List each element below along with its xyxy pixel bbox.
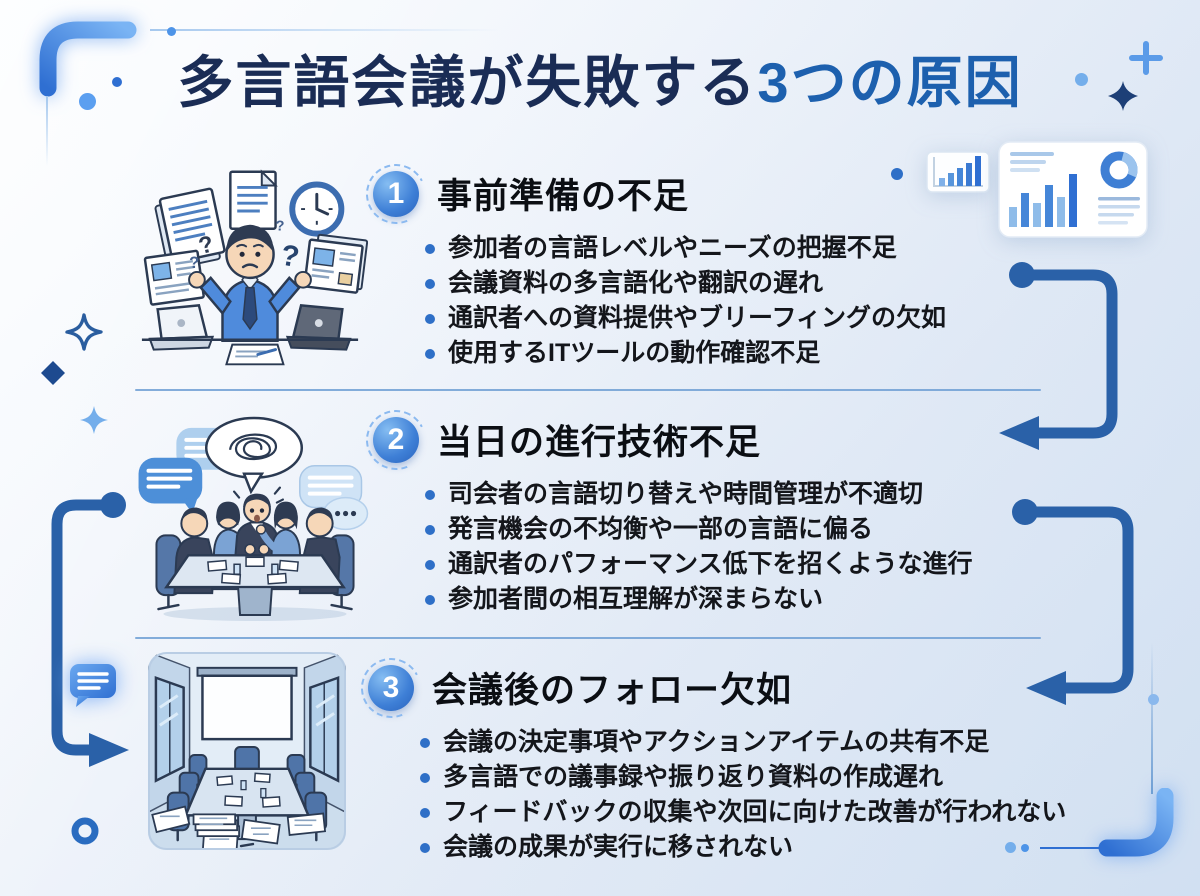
bullet-item: 司会者の言語切り替えや時間管理が不適切	[425, 477, 1053, 512]
bullet-dot-icon	[425, 349, 435, 359]
section-divider-2	[135, 637, 1041, 639]
section-3-bullet-list: 会議の決定事項やアクションアイテムの共有不足 多言語での議事録や振り返り資料の作…	[368, 725, 1148, 865]
decorative-line	[1040, 847, 1106, 849]
badge-number: 2	[387, 422, 405, 456]
numbered-badge-2: 2	[373, 416, 419, 463]
page-title-highlight: 3つの原因	[757, 51, 1023, 114]
bullet-dot-icon	[420, 738, 430, 748]
decorative-dot	[1148, 694, 1159, 705]
bullet-item: 使用するITツールの動作確認不足	[425, 336, 1053, 371]
analytics-card-icon	[998, 141, 1148, 238]
diamond-icon	[1108, 81, 1138, 111]
bullet-item: 発言機会の不均衡や一部の言語に偏る	[425, 512, 1053, 547]
section-2-heading: 当日の進行技術不足	[437, 423, 762, 462]
chat-bubble-icon	[70, 664, 116, 707]
svg-text:?: ?	[189, 253, 199, 272]
decorative-dot	[112, 77, 122, 87]
bullet-dot-icon	[420, 808, 430, 818]
illustration-confused-worker: ? ? ? ?	[141, 169, 368, 366]
decorative-line	[46, 96, 48, 166]
bullet-dot-icon	[420, 773, 430, 783]
sparkle-icon	[65, 313, 103, 351]
illustration-empty-meeting-room	[148, 652, 346, 850]
decorative-dot	[1075, 73, 1088, 86]
arrow-connector-3	[1012, 499, 1134, 705]
numbered-badge-3: 3	[368, 664, 414, 711]
bullet-dot-icon	[425, 525, 435, 535]
arrow-connector-1	[999, 262, 1118, 450]
decorative-line	[1151, 642, 1153, 794]
section-1: 1 事前準備の不足 参加者の言語レベルやニーズの把握不足 会議資料の多言語化や翻…	[373, 168, 1053, 371]
svg-text:?: ?	[276, 219, 285, 235]
decorative-dot	[1021, 844, 1029, 852]
corner-bracket-icon-bottom-right	[1098, 788, 1174, 857]
decorative-dot	[1005, 842, 1016, 853]
section-1-bullet-list: 参加者の言語レベルやニーズの把握不足 会議資料の多言語化や翻訳の遅れ 通訳者への…	[373, 231, 1053, 371]
decorative-dot	[79, 93, 96, 110]
bullet-dot-icon	[425, 490, 435, 500]
section-divider-1	[135, 389, 1041, 391]
bullet-item: 多言語での議事録や振り返り資料の作成遅れ	[420, 760, 1148, 795]
bullet-item: 会議資料の多言語化や翻訳の遅れ	[425, 266, 1053, 301]
section-3: 3 会議後のフォロー欠如 会議の決定事項やアクションアイテムの共有不足 多言語で…	[368, 662, 1148, 865]
bullet-dot-icon	[425, 314, 435, 324]
bullet-dot-icon	[420, 843, 430, 853]
badge-number: 1	[387, 176, 405, 210]
section-2: 2 当日の進行技術不足 司会者の言語切り替えや時間管理が不適切 発言機会の不均衡…	[373, 414, 1053, 617]
bullet-item: 会議の成果が実行に移されない	[420, 830, 1148, 865]
ring-icon	[71, 817, 99, 845]
corner-bracket-icon-top-left	[39, 21, 137, 97]
bullet-dot-icon	[425, 279, 435, 289]
decorative-dot	[891, 168, 903, 180]
svg-text:?: ?	[278, 238, 301, 274]
sparkle-icon	[80, 406, 108, 434]
bullet-item: 通訳者への資料提供やブリーフィングの欠如	[425, 301, 1053, 336]
bullet-item: 参加者間の相互理解が深まらない	[425, 582, 1053, 617]
bullet-item: フィードバックの収集や次回に向けた改善が行われない	[420, 795, 1148, 830]
bullet-dot-icon	[425, 595, 435, 605]
plus-icon	[1129, 41, 1163, 75]
illustration-meeting-discussion	[138, 416, 369, 622]
decorative-dot	[167, 27, 176, 36]
bullet-item: 通訳者のパフォーマンス低下を招くような進行	[425, 547, 1053, 582]
bullet-item: 会議の決定事項やアクションアイテムの共有不足	[420, 725, 1148, 760]
section-1-heading: 事前準備の不足	[437, 177, 690, 216]
bullet-item: 参加者の言語レベルやニーズの把握不足	[425, 231, 1053, 266]
bullet-dot-icon	[425, 244, 435, 254]
page-title: 多言語会議が失敗する3つの原因	[0, 38, 1200, 119]
bar-chart-icon	[926, 151, 990, 193]
svg-text:?: ?	[196, 230, 216, 259]
decorative-line	[150, 29, 500, 31]
numbered-badge-1: 1	[373, 170, 419, 217]
bullet-dot-icon	[425, 560, 435, 570]
badge-number: 3	[382, 670, 400, 704]
page-title-main: 多言語会議が失敗する	[177, 51, 758, 114]
diamond-icon	[41, 361, 65, 385]
section-2-bullet-list: 司会者の言語切り替えや時間管理が不適切 発言機会の不均衡や一部の言語に偏る 通訳…	[373, 477, 1053, 617]
arrow-connector-2	[51, 492, 129, 767]
section-3-heading: 会議後のフォロー欠如	[432, 671, 793, 710]
